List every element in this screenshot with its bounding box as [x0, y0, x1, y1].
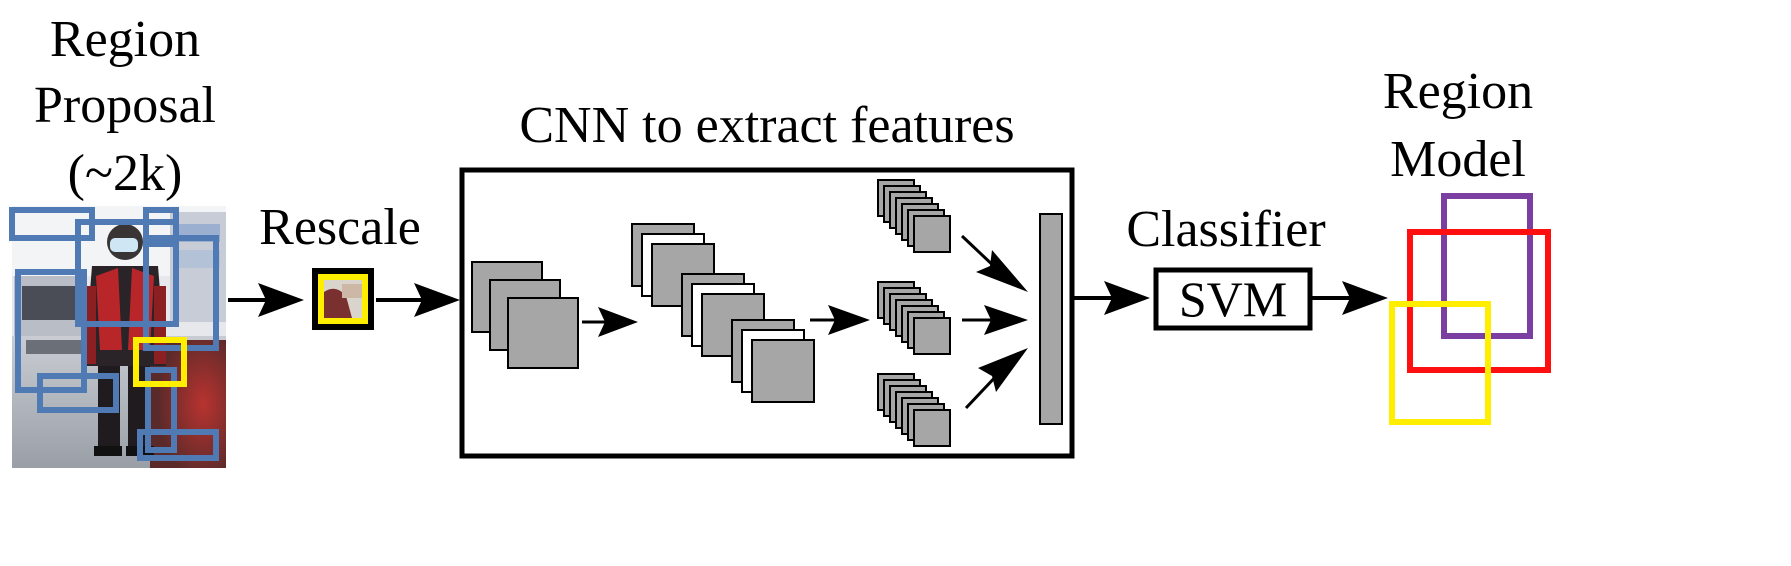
- conv-feature-maps-stage-1: [471, 261, 579, 369]
- cnn-container: [459, 167, 1075, 459]
- proposal-box: [37, 373, 119, 413]
- conv-feature-maps-stage-2: [631, 223, 815, 403]
- rescaled-region: [312, 268, 374, 330]
- proposal-box: [143, 207, 179, 247]
- region-model-label-line1: Region: [1383, 63, 1533, 120]
- region-proposal-boxes: [9, 207, 219, 461]
- arrow-right-icon: [376, 283, 460, 317]
- input-photo: [12, 206, 226, 468]
- region-proposal-label-line1: Region: [50, 11, 200, 68]
- selected-region-box: [133, 337, 187, 387]
- feature-vector: [1039, 213, 1063, 425]
- output-box-yellow: [1389, 301, 1491, 425]
- arrow-right-icon: [228, 283, 304, 317]
- region-model-label-line2: Model: [1390, 131, 1526, 188]
- proposal-box: [145, 367, 177, 453]
- arrow-right-icon: [964, 348, 1028, 410]
- rescale-label: Rescale: [259, 199, 421, 256]
- svm-box: [1153, 267, 1313, 331]
- classifier-label: Classifier: [1126, 201, 1325, 258]
- proposal-box: [15, 269, 87, 393]
- arrow-right-icon: [582, 307, 638, 337]
- region-model-boxes: [1389, 193, 1551, 425]
- feature-stack-bottom: [877, 373, 951, 447]
- arrow-right-icon: [1312, 281, 1388, 315]
- feature-stack-top: [877, 179, 951, 253]
- feature-stack-middle: [877, 281, 951, 355]
- arrow-right-icon: [1074, 281, 1150, 315]
- arrow-right-icon: [962, 305, 1028, 335]
- region-proposal-label-line3: (~2k): [68, 145, 183, 202]
- arrow-right-icon: [810, 305, 870, 335]
- region-proposal-label-line2: Proposal: [34, 77, 216, 134]
- svm-label: SVM: [1179, 271, 1287, 327]
- proposal-box: [137, 429, 219, 461]
- cnn-title: CNN to extract features: [519, 97, 1014, 154]
- arrow-right-icon: [960, 234, 1028, 292]
